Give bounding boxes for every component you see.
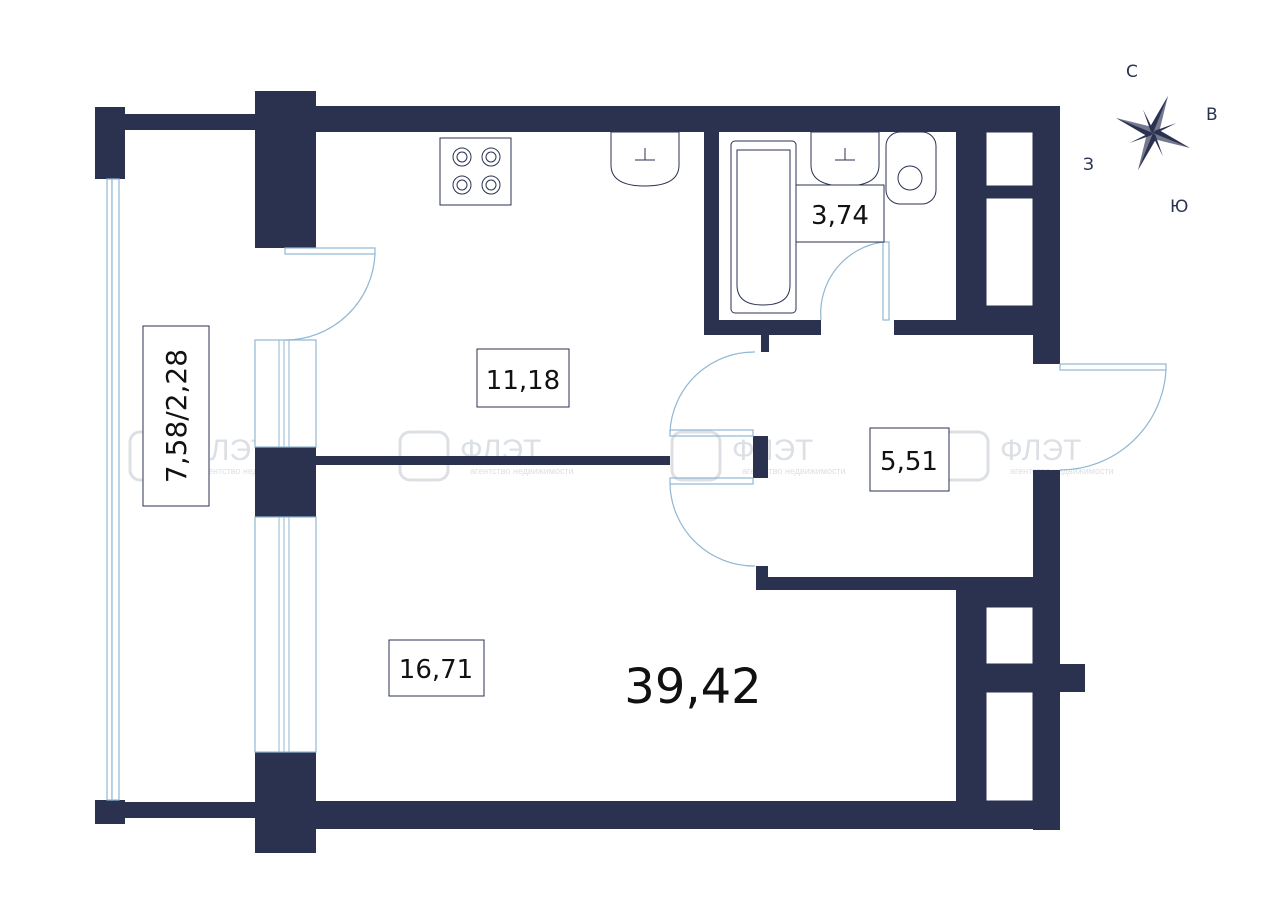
bathroom-area-label: 3,74 <box>795 184 885 243</box>
fixtures <box>439 131 1034 802</box>
bathroom-door <box>820 241 890 321</box>
hall-area-text: 5,51 <box>880 447 938 477</box>
balcony-area-label: 7,58/2,28 <box>142 325 210 507</box>
balcony-area-text: 7,58/2,28 <box>160 349 193 483</box>
kitchen-area-text: 11,18 <box>486 366 560 396</box>
compass-rose-icon <box>1115 95 1191 171</box>
bathtub-icon <box>730 140 797 314</box>
bathroom-area-text: 3,74 <box>811 201 869 231</box>
hall-area-label: 5,51 <box>869 427 950 492</box>
closet-bottom-2 <box>985 691 1034 802</box>
watermark-4: ФЛЭТ агентство недвижимости <box>938 430 1114 482</box>
watermark-brand: ФЛЭТ <box>732 434 813 467</box>
total-area-text: 39,42 <box>624 659 761 715</box>
watermark-tagline: агентство недвижимости <box>742 466 846 476</box>
kitchen-area-label: 11,18 <box>476 348 570 408</box>
living-area-label: 16,71 <box>388 639 485 697</box>
living-door <box>669 477 756 567</box>
walls <box>255 91 1085 853</box>
kitchen-sink-icon <box>610 131 680 187</box>
watermark-tagline: агентство недвижимости <box>200 466 304 476</box>
area-labels: 3,74 11,18 5,51 16,71 7,58/2,28 39,42 <box>142 184 950 715</box>
watermark-tagline: агентство недвижимости <box>1010 466 1114 476</box>
closet-bottom-1 <box>985 606 1034 665</box>
kitchen-door <box>669 351 756 437</box>
watermark-tagline: агентство недвижимости <box>470 466 574 476</box>
washbasin-icon <box>885 131 937 205</box>
compass-north-label: С <box>1126 62 1138 82</box>
toilet-icon <box>810 131 880 187</box>
doors <box>284 241 1167 567</box>
compass-east-label: В <box>1206 105 1218 125</box>
compass-west-label: З <box>1083 155 1094 175</box>
compass-south-label: Ю <box>1170 197 1188 217</box>
living-area-text: 16,71 <box>399 655 473 685</box>
windows <box>254 339 317 753</box>
balcony-window <box>106 178 113 801</box>
cooktop-icon <box>439 137 512 206</box>
balcony-door <box>284 247 376 341</box>
living-window <box>254 516 317 753</box>
balcony <box>95 107 265 824</box>
entry-door <box>1059 363 1167 471</box>
closet-top-1 <box>985 131 1034 187</box>
closet-top-2 <box>985 197 1034 307</box>
watermark-brand: ФЛЭТ <box>1000 434 1081 467</box>
kitchen-window <box>254 339 317 448</box>
watermark-3: ФЛЭТ агентство недвижимости <box>670 430 846 482</box>
